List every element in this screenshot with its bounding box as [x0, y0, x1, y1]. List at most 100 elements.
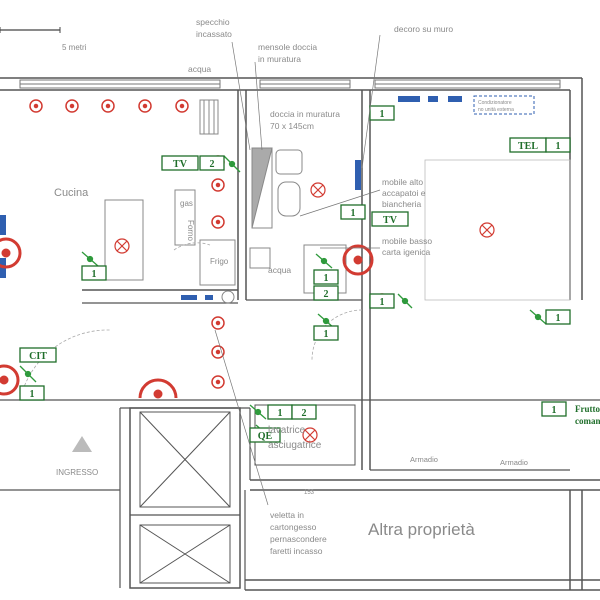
tag-2-kitchen	[199, 155, 225, 171]
svg-text:lavatrice: lavatrice	[268, 425, 306, 436]
pendant-lights	[114, 182, 495, 443]
svg-text:1: 1	[380, 109, 385, 120]
light-point	[211, 316, 225, 330]
svg-text:doccia in muratura: doccia in muratura	[270, 109, 340, 119]
svg-text:Condizionatore: Condizionatore	[478, 100, 512, 106]
svg-text:acqua: acqua	[268, 265, 291, 275]
tag-2-bath-a	[313, 285, 339, 301]
svg-text:2: 2	[324, 289, 329, 300]
svg-text:mobile alto: mobile alto	[382, 177, 423, 187]
svg-text:mensole doccia: mensole doccia	[258, 42, 317, 52]
svg-text:TV: TV	[173, 159, 188, 170]
svg-text:Forno: Forno	[186, 220, 195, 241]
svg-text:incassato: incassato	[196, 29, 232, 39]
svg-text:1: 1	[324, 329, 329, 340]
light-point	[211, 178, 225, 192]
svg-text:asciugatrice: asciugatrice	[268, 440, 322, 451]
tag-1-cit	[19, 385, 45, 401]
svg-text:1: 1	[324, 273, 329, 284]
scale-label: 5 metri	[62, 43, 87, 52]
svg-text:1: 1	[278, 408, 283, 419]
svg-text:TEL: TEL	[518, 141, 538, 152]
light-point	[29, 99, 43, 113]
light-point	[175, 99, 189, 113]
svg-text:153: 153	[304, 490, 315, 496]
leader-lines	[214, 34, 381, 506]
svg-text:1: 1	[556, 313, 561, 324]
svg-text:1: 1	[92, 269, 97, 280]
windows	[19, 79, 561, 89]
room-labels: Cucina Forno gas Frigo INGRESSO lavatric…	[54, 187, 528, 539]
tag-1-bath-mid	[340, 204, 366, 220]
svg-text:QE: QE	[258, 431, 273, 442]
svg-text:pernascondere: pernascondere	[270, 534, 327, 544]
svg-text:CIT: CIT	[29, 351, 47, 362]
wall-lights	[0, 237, 374, 399]
svg-text:1: 1	[30, 389, 35, 400]
svg-text:Frutto: Frutto	[575, 404, 600, 414]
switches	[19, 155, 547, 440]
ceiling-lights	[29, 99, 389, 389]
svg-text:mobile basso: mobile basso	[382, 236, 432, 246]
switch-icon	[249, 404, 267, 420]
svg-text:1: 1	[556, 141, 561, 152]
svg-text:accapatoi e: accapatoi e	[382, 188, 426, 198]
tag-qe	[249, 427, 281, 443]
tag-tv-kitchen	[161, 155, 199, 171]
svg-text:no unità esterna: no unità esterna	[478, 107, 514, 113]
walls	[0, 77, 600, 591]
room-altra-proprieta: Altra proprietà	[368, 520, 475, 539]
light-point	[65, 99, 79, 113]
room-cucina: Cucina	[54, 187, 89, 199]
light-point	[138, 99, 152, 113]
svg-text:decoro su muro: decoro su muro	[394, 24, 453, 34]
switch-icon	[81, 251, 99, 267]
svg-text:gas: gas	[180, 199, 193, 208]
svg-text:TV: TV	[383, 215, 398, 226]
air-conditioner-box: Condizionatore no unità esterna	[473, 95, 535, 115]
tag-1-tel	[545, 137, 571, 153]
switch-icon	[397, 293, 413, 309]
tag-1-hall	[369, 293, 395, 309]
svg-text:2: 2	[210, 159, 215, 170]
tag-1-kitchen	[81, 265, 107, 281]
outlet-tag-texts: TV 2 1 CIT 1 1 1 TV 1 2 1 1 1 2 QE TEL 1…	[29, 109, 600, 442]
svg-text:specchio: specchio	[196, 17, 230, 27]
svg-text:2: 2	[302, 408, 307, 419]
tag-1-bath-top	[369, 105, 395, 121]
annotations: specchio incassato mensole doccia in mur…	[188, 17, 453, 556]
tag-1-bath-a	[313, 269, 339, 285]
switch-icon	[529, 309, 547, 325]
light-point	[101, 99, 115, 113]
door-swings	[19, 242, 363, 401]
svg-text:veletta in: veletta in	[270, 510, 304, 520]
light-point	[211, 215, 225, 229]
switch-icon	[223, 155, 241, 173]
svg-text:Armadio: Armadio	[500, 458, 528, 467]
light-point	[211, 375, 225, 389]
tag-1-bed-right	[545, 309, 571, 325]
svg-text:1: 1	[351, 208, 356, 219]
bed	[424, 159, 571, 301]
scale-bar: 5 metri	[0, 27, 87, 52]
switch-icon	[315, 253, 333, 269]
light-point	[211, 345, 225, 359]
svg-text:Frigo: Frigo	[210, 257, 229, 266]
entrance-arrow	[72, 436, 92, 452]
tag-tv-bath	[371, 211, 409, 227]
svg-text:Armadio: Armadio	[410, 455, 438, 464]
svg-text:faretti incasso: faretti incasso	[270, 546, 323, 556]
svg-text:acqua: acqua	[188, 64, 211, 74]
svg-text:carta igenica: carta igenica	[382, 247, 430, 257]
tag-2-lav	[291, 404, 317, 420]
tag-1-frutto	[541, 401, 567, 417]
svg-text:1: 1	[380, 297, 385, 308]
elevator-shaft	[139, 411, 231, 584]
switch-icon	[19, 365, 37, 383]
svg-text:biancheria: biancheria	[382, 199, 421, 209]
svg-text:in muratura: in muratura	[258, 54, 301, 64]
svg-text:1: 1	[552, 405, 557, 416]
svg-text:70 x 145cm: 70 x 145cm	[270, 121, 314, 131]
svg-text:comando: comando	[575, 416, 600, 426]
